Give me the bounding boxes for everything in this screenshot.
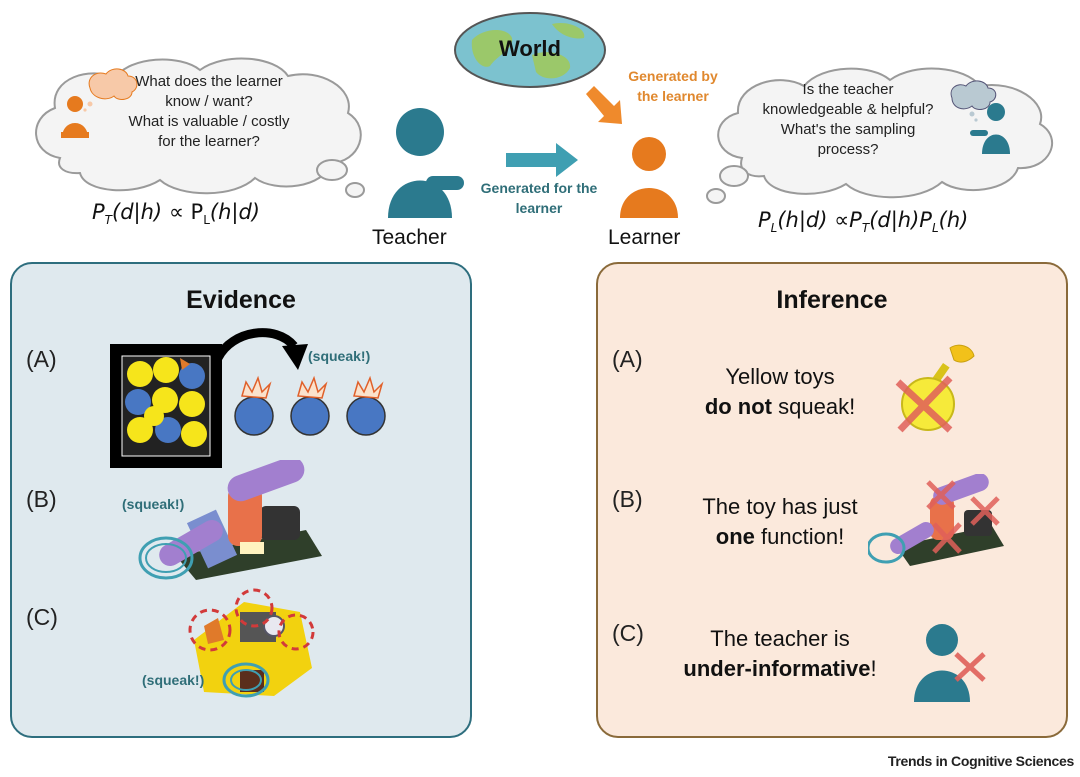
learner-thought-line: What's the sampling (780, 121, 916, 138)
inference-a-bold: do not (704, 394, 773, 419)
squeak-label-c: (squeak!) (142, 672, 205, 688)
inference-b-bold: one (715, 524, 755, 549)
generated-for-line: Generated for the (480, 180, 598, 196)
teacher-figure-icon (388, 108, 464, 218)
learner-figure-icon (620, 137, 678, 218)
blue-toys-squeaking-image (234, 375, 386, 436)
inference-a-text: Yellow toys do not squeak! (670, 362, 890, 422)
evidence-title: Evidence (186, 286, 296, 314)
inference-b-line2: one function! (670, 522, 890, 552)
world-globe-icon (454, 12, 606, 88)
generated-for-line: learner (515, 200, 563, 216)
curved-arrow-icon (213, 328, 308, 370)
inference-c-text: The teacher is under-informative! (660, 624, 900, 684)
evidence-item-a-letter: (A) (26, 346, 57, 372)
generated-by-line: Generated by (628, 68, 718, 84)
squeak-label-a: (squeak!) (308, 348, 371, 364)
small-learner-icon (61, 96, 89, 138)
teacher-formula: PT(d|h) ∝ PL(h|d) (92, 200, 260, 228)
inference-b-line1: The toy has just (702, 494, 858, 519)
teacher-to-learner-arrow-icon (506, 143, 578, 177)
world-to-learner-arrow-icon (586, 86, 622, 124)
inference-c-line1: The teacher is (710, 626, 850, 651)
inference-item-c-letter: (C) (612, 620, 644, 646)
learner-thought-line: Is the teacher (802, 81, 894, 98)
teacher-thought-cloud (35, 57, 365, 198)
teacher-thought-line: for the learner? (158, 133, 260, 150)
teacher-crossed-icon (914, 624, 986, 702)
teacher-thought-line: know / want? (165, 93, 253, 110)
small-thought-bubble-icon (950, 80, 997, 122)
inference-item-a-letter: (A) (612, 346, 643, 372)
teacher-thought-text: What does the learner know / want? What … (104, 72, 314, 152)
generated-by-learner-label: Generated by the learner (610, 66, 736, 106)
inference-panel: Inference (A) (B) (C) Yellow toys do not… (596, 262, 1068, 738)
teacher-thought-line: What is valuable / costly (128, 113, 290, 130)
inference-a-line2: do not squeak! (670, 392, 890, 422)
evidence-panel: Evidence (A) (B) (C) (squeak!) (10, 262, 472, 738)
learner-thought-line: knowledgeable & helpful? (762, 101, 934, 118)
inference-b-rest: function! (754, 524, 845, 549)
inference-item-b-letter: (B) (612, 486, 643, 512)
inference-c-line2: under-informative! (660, 654, 900, 684)
learner-formula: PL(h|d) ∝PT(d|h)PL(h) (758, 208, 969, 236)
inference-a-line1: Yellow toys (725, 364, 835, 389)
inference-b-text: The toy has just one function! (670, 492, 890, 552)
world-label: World (499, 36, 561, 61)
inference-a-rest: squeak! (772, 394, 856, 419)
toy-crossed-functions-icon (868, 474, 1004, 566)
evidence-item-c-letter: (C) (26, 604, 58, 630)
inference-c-bold: under-informative (683, 656, 871, 681)
inference-title: Inference (776, 286, 888, 314)
small-thought-bubble-icon (83, 68, 138, 112)
squeak-label-b: (squeak!) (122, 496, 185, 512)
evidence-item-b-letter: (B) (26, 486, 57, 512)
learner-thought-text: Is the teacher knowledgeable & helpful? … (748, 80, 948, 160)
source-credit: Trends in Cognitive Sciences (887, 753, 1074, 769)
learner-label: Learner (608, 226, 681, 249)
teacher-label: Teacher (372, 226, 447, 249)
yellow-toy-crossed-icon (895, 344, 975, 433)
generated-by-line: the learner (637, 88, 709, 104)
multi-function-toy-image (138, 460, 322, 580)
teacher-thought-line: What does the learner (135, 73, 283, 90)
generated-for-learner-label: Generated for the learner (466, 178, 612, 218)
yellow-toys-box-image (110, 344, 222, 468)
learner-thought-line: process? (817, 141, 879, 158)
inference-c-rest: ! (870, 656, 877, 681)
learner-thought-cloud (706, 67, 1053, 204)
yellow-toy-dashed-circles-image (188, 588, 315, 698)
small-teacher-icon (970, 103, 1010, 154)
